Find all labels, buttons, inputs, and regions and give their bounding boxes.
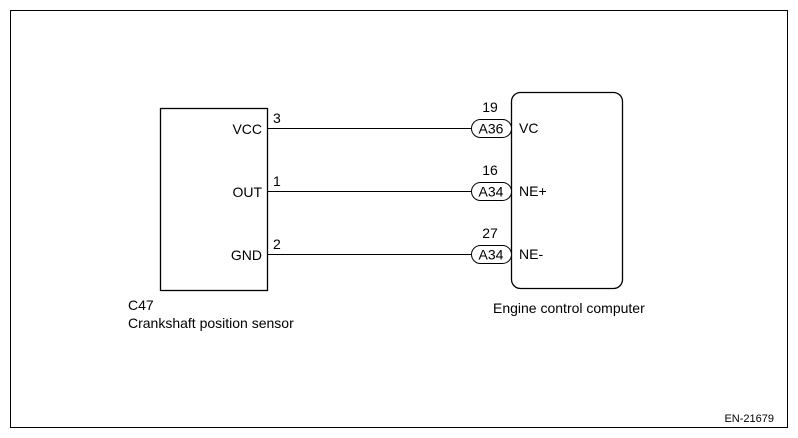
connector-label-vc: A36 bbox=[479, 121, 504, 137]
ecu-name: Engine control computer bbox=[493, 300, 645, 316]
sensor-code: C47 bbox=[128, 297, 154, 313]
sensor-terminal-out: OUT bbox=[232, 184, 262, 200]
connector-label-ne-plus: A34 bbox=[479, 184, 504, 200]
sensor-terminal-gnd: GND bbox=[231, 247, 262, 263]
ecu-pin-ne-plus: 16 bbox=[482, 162, 498, 178]
sensor-pin-gnd: 2 bbox=[273, 236, 281, 252]
connector-pill-ne-minus bbox=[471, 245, 512, 264]
sensor-pin-vcc: 3 bbox=[273, 110, 281, 126]
figure-id: EN-21679 bbox=[724, 413, 774, 425]
connector-label-ne-minus: A34 bbox=[479, 247, 504, 263]
sensor-box bbox=[159, 107, 269, 292]
ecu-pin-vc: 19 bbox=[482, 99, 498, 115]
sensor-pin-out: 1 bbox=[273, 173, 281, 189]
sensor-terminal-vcc: VCC bbox=[232, 121, 262, 137]
ecu-pin-ne-minus: 27 bbox=[482, 225, 498, 241]
connector-pill-vc bbox=[471, 119, 512, 138]
ecu-terminal-ne-minus: NE- bbox=[519, 246, 543, 262]
diagram-frame bbox=[10, 10, 788, 428]
connector-pill-ne-plus bbox=[471, 182, 512, 201]
ecu-terminal-vc: VC bbox=[519, 120, 538, 136]
ecu-terminal-ne-plus: NE+ bbox=[519, 183, 547, 199]
sensor-name: Crankshaft position sensor bbox=[128, 315, 294, 331]
